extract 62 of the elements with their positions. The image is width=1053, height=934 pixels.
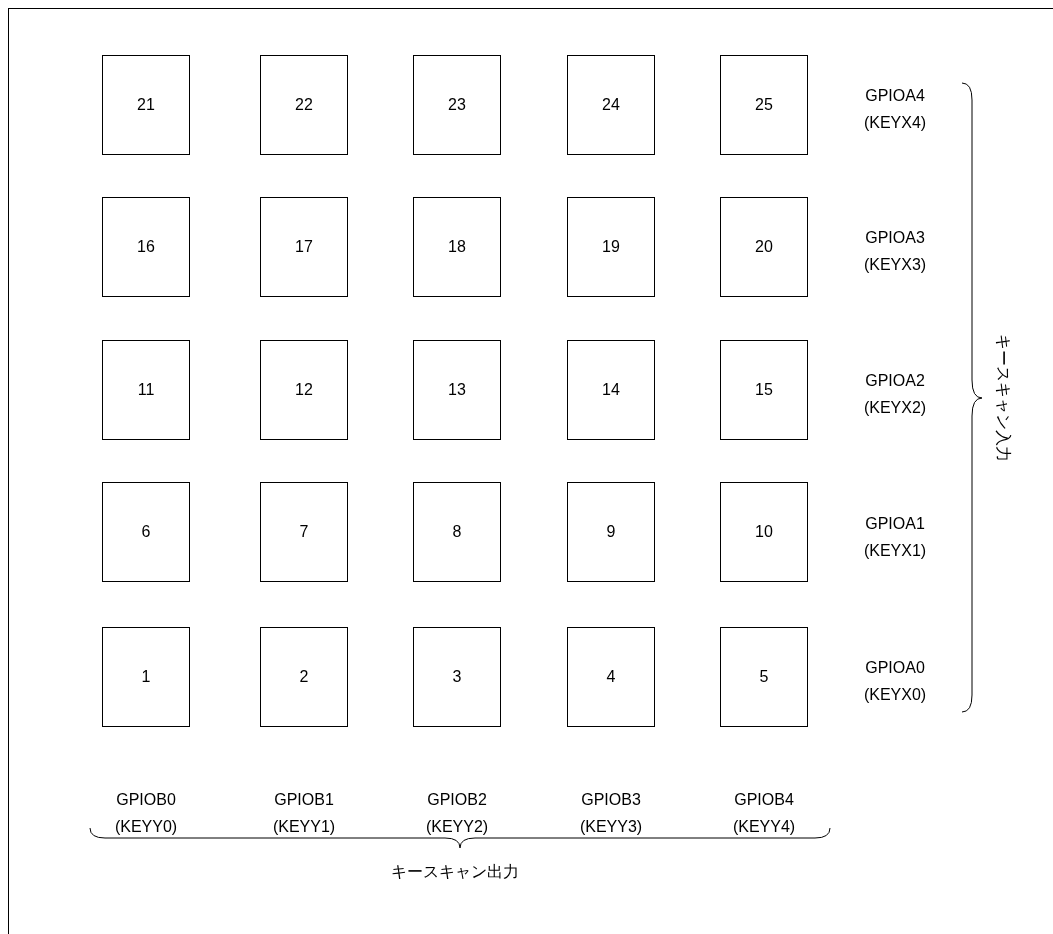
key-box (260, 197, 348, 297)
key-number: 25 (755, 96, 773, 114)
key-number: 1 (141, 668, 151, 686)
key-box (567, 55, 655, 155)
key-number: 4 (606, 668, 616, 686)
key-number: 15 (755, 381, 773, 399)
key-box (413, 340, 501, 440)
key-number: 5 (759, 668, 769, 686)
pin-label: GPIOB3 (KEYY3) (578, 790, 644, 837)
key-number: 16 (137, 238, 155, 256)
pin-label: GPIOA2 (KEYX2) (862, 371, 928, 418)
brace-label: キースキャン入力 (994, 333, 1013, 464)
brace-label: キースキャン出力 (390, 862, 520, 882)
pin-label: GPIOA0 (KEYX0) (862, 658, 928, 705)
key-number: 24 (602, 96, 620, 114)
key-box (720, 197, 808, 297)
key-number: 11 (137, 381, 155, 399)
key-number: 13 (448, 381, 466, 399)
key-number: 23 (448, 96, 466, 114)
key-number: 20 (755, 238, 773, 256)
key-box (413, 197, 501, 297)
key-number: 17 (295, 238, 313, 256)
pin-label: GPIOA3 (KEYX3) (862, 228, 928, 275)
key-box (102, 627, 190, 727)
key-number: 9 (606, 523, 616, 541)
key-box (102, 482, 190, 582)
key-box (102, 55, 190, 155)
key-box (260, 627, 348, 727)
key-box (413, 482, 501, 582)
key-box (260, 55, 348, 155)
key-box (567, 627, 655, 727)
key-box (102, 197, 190, 297)
pin-label: GPIOA4 (KEYX4) (862, 86, 928, 133)
key-number: 18 (448, 238, 466, 256)
key-box (720, 340, 808, 440)
key-box (567, 340, 655, 440)
key-box (720, 55, 808, 155)
key-box (567, 482, 655, 582)
key-number: 10 (755, 523, 773, 541)
key-number: 12 (295, 381, 313, 399)
key-box (413, 627, 501, 727)
key-box (720, 482, 808, 582)
key-box (260, 482, 348, 582)
key-box (260, 340, 348, 440)
key-number: 7 (299, 523, 309, 541)
pin-label: GPIOB4 (KEYY4) (731, 790, 797, 837)
key-box (102, 340, 190, 440)
key-number: 22 (295, 96, 313, 114)
key-box (413, 55, 501, 155)
pin-label: GPIOA1 (KEYX1) (862, 514, 928, 561)
key-box (567, 197, 655, 297)
key-number: 6 (141, 523, 151, 541)
pin-label: GPIOB1 (KEYY1) (271, 790, 337, 837)
key-number: 14 (602, 381, 620, 399)
key-box (720, 627, 808, 727)
key-number: 21 (137, 96, 155, 114)
key-number: 3 (452, 668, 462, 686)
pin-label: GPIOB0 (KEYY0) (113, 790, 179, 837)
key-number: 8 (452, 523, 462, 541)
pin-label: GPIOB2 (KEYY2) (424, 790, 490, 837)
key-number: 19 (602, 238, 620, 256)
key-number: 2 (299, 668, 309, 686)
